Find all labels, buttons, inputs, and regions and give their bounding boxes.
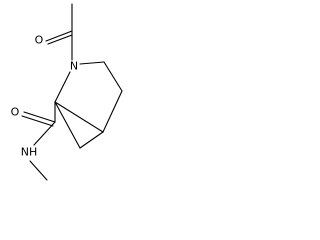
amide-nh-label: NH [21,146,38,159]
bond-amide-carbonyl-double-inner [21,115,54,127]
bond-quaternary-carbon-to-cyclopropane-ch2 [54,101,81,149]
bond-quaternary-carbon-to-bridgehead [54,101,104,133]
bond-bridgehead-to-cyclopropane-ch2 [79,131,104,149]
bond-carbonyl-double-outer [45,30,73,42]
molecule-structure-diagram: O N O NH [11,3,123,181]
ring-nitrogen-label: N [70,60,78,73]
amide-oxygen-label: O [11,106,20,119]
bond-amide-carbonyl-double-outer [23,111,56,123]
carbonyl-oxygen-label: O [35,34,44,47]
bond-amide-carbon-to-nh [33,121,56,146]
bond-ch2-to-ch2 [103,61,123,92]
bond-nitrogen-to-ch2 [79,61,105,65]
bond-ch2-to-bridgehead [102,90,123,133]
bond-nitrogen-to-quaternary-carbon [54,71,71,103]
bond-nh-to-methyl [29,160,48,181]
bond-carbonyl-double-inner [47,34,73,45]
